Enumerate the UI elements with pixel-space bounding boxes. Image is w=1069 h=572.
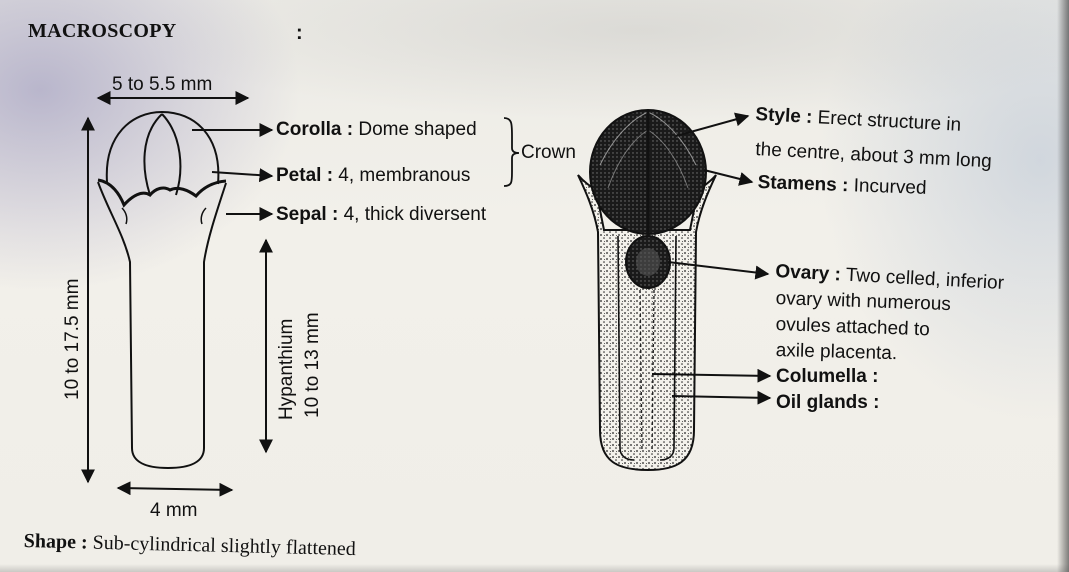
oil-glands-label: Oil glands : bbox=[776, 392, 879, 414]
page-bottom-shadow bbox=[0, 564, 1069, 572]
ovary-term: Ovary : bbox=[775, 261, 841, 285]
petal-curves bbox=[144, 114, 180, 195]
columella-label: Columella : bbox=[776, 366, 878, 388]
base-dimension-label: 4 mm bbox=[150, 500, 198, 522]
base-dimension-arrow bbox=[118, 488, 232, 490]
sepal-desc: 4, thick diversent bbox=[338, 204, 486, 225]
petal-desc: 4, membranous bbox=[333, 165, 470, 186]
clove-outline-figure bbox=[98, 112, 226, 468]
sepal-rim bbox=[98, 180, 226, 205]
sepal-label: Sepal : 4, thick diversent bbox=[276, 204, 486, 226]
section-heading: MACROSCOPY bbox=[28, 20, 177, 42]
shape-term: Shape : bbox=[23, 530, 87, 554]
hypanthium-body bbox=[98, 182, 226, 468]
petal-label: Petal : 4, membranous bbox=[276, 165, 470, 187]
stamens-desc: Incurved bbox=[848, 175, 927, 199]
corolla-label: Corolla : Dome shaped bbox=[276, 119, 477, 141]
clove-section-figure bbox=[578, 110, 716, 470]
crown-brace bbox=[504, 118, 519, 186]
hypanthium-label: Hypanthium bbox=[276, 319, 298, 420]
stamens-term: Stamens : bbox=[757, 172, 848, 196]
length-dimension-label: 10 to 17.5 mm bbox=[62, 279, 84, 400]
corolla-dome bbox=[107, 112, 219, 184]
corolla-desc: Dome shaped bbox=[353, 119, 477, 140]
sepal-term: Sepal : bbox=[276, 204, 338, 225]
width-dimension-label: 5 to 5.5 mm bbox=[112, 74, 212, 96]
crown-label: Crown bbox=[521, 142, 576, 164]
page-edge-shadow bbox=[1057, 0, 1069, 572]
heading-colon: : bbox=[296, 22, 303, 44]
ovary-line4: axile placenta. bbox=[775, 340, 897, 365]
petal-leader bbox=[212, 172, 272, 176]
style-term: Style : bbox=[755, 104, 813, 128]
petal-term: Petal : bbox=[276, 165, 333, 186]
corolla-term: Corolla : bbox=[276, 119, 353, 140]
hypanthium-size-label: 10 to 13 mm bbox=[302, 312, 324, 418]
